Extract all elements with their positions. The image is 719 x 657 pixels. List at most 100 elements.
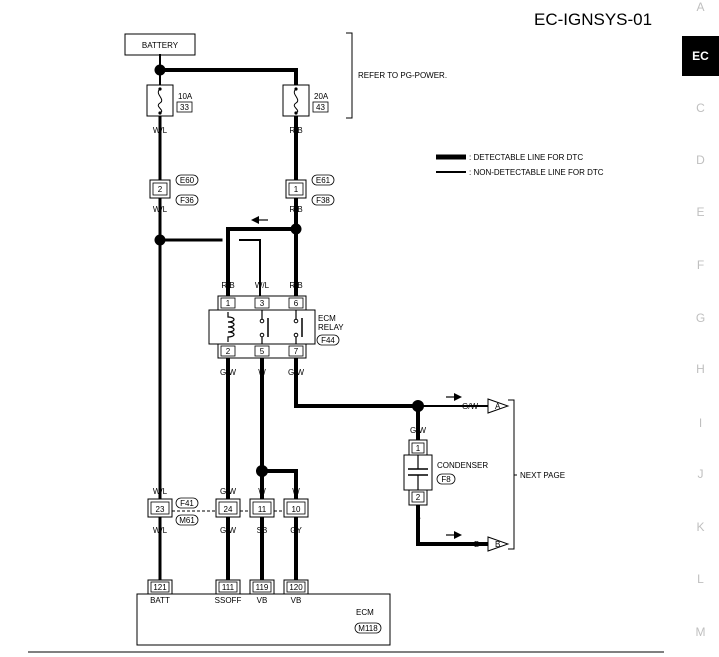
fuse-rating: 20A (314, 92, 329, 101)
pin-number: 2 (416, 493, 421, 502)
connector-id: E60 (180, 176, 195, 185)
wire-color-label: W (292, 487, 300, 496)
wire-color-label: R/B (221, 281, 234, 290)
tab-d[interactable]: D (696, 153, 705, 167)
connector-id: M118 (358, 624, 378, 633)
wire-color-label: W/L (153, 126, 168, 135)
ecm-label: ECM (356, 608, 374, 617)
pin-number: 120 (289, 583, 303, 592)
wire-color-label: R/B (289, 126, 302, 135)
junction-dot (154, 234, 166, 246)
fuse-number: 33 (180, 103, 189, 112)
pin-number: 23 (156, 505, 165, 514)
fuse-number: 43 (316, 103, 325, 112)
next-page-b: B (495, 540, 500, 549)
wire-color-label: R/B (289, 281, 302, 290)
ecm-box (136, 593, 391, 646)
pin-number: 7 (294, 347, 299, 356)
tab-h[interactable]: H (696, 362, 705, 376)
harness-connector (147, 498, 309, 518)
condenser-label: CONDENSER (437, 461, 488, 470)
ecm-terminal-name: BATT (150, 596, 170, 605)
section-tabs: A EC C D E F G H I J K L M (682, 0, 719, 657)
connector-id: F38 (316, 196, 330, 205)
relay-label: RELAY (318, 323, 344, 332)
wire-color-label: SB (257, 526, 268, 535)
tab-i[interactable]: I (698, 416, 703, 430)
connector-e61-f38 (285, 179, 307, 199)
tab-g[interactable]: G (695, 311, 706, 325)
pin-number: 121 (153, 583, 167, 592)
next-page-label: NEXT PAGE (520, 471, 565, 480)
next-page-a-flag (487, 398, 510, 414)
pin-number: 1 (416, 444, 421, 453)
tab-f[interactable]: F (696, 258, 705, 272)
arrow-right-icon (446, 393, 462, 401)
wiring-diagram: BATTERY REFER TO PG-POWER. : DETECTABLE … (28, 32, 664, 653)
tab-ec[interactable]: EC (682, 36, 719, 76)
wire-color-label: W/L (153, 526, 168, 535)
pin-number: 1 (294, 185, 299, 194)
tab-m[interactable]: M (695, 625, 706, 639)
wire-color-label: W (258, 487, 266, 496)
pin-number: 2 (158, 185, 163, 194)
wire-color-label: W (258, 368, 266, 377)
wire-color-label: W/L (153, 205, 168, 214)
wire-color-label: G/W (462, 402, 478, 411)
wire-color-label: B (415, 513, 420, 522)
next-page-b-flag (487, 536, 510, 552)
connector-id: F41 (180, 499, 194, 508)
pin-number: 24 (224, 505, 233, 514)
wire-color-label: B (474, 540, 479, 549)
tab-j[interactable]: J (697, 467, 704, 481)
pin-number: 11 (258, 505, 267, 514)
relay-label: ECM (318, 314, 336, 323)
tab-a[interactable]: A (696, 0, 705, 14)
ecm-relay (208, 295, 316, 359)
fuse-10a (146, 84, 174, 117)
condenser (403, 439, 433, 506)
junction-dot (256, 465, 268, 477)
wire-color-label: GY (290, 526, 302, 535)
tab-l[interactable]: L (697, 572, 704, 586)
connector-id: F36 (180, 196, 194, 205)
tab-e[interactable]: E (696, 205, 705, 219)
pin-number: 1 (226, 299, 231, 308)
connector-id: M61 (179, 516, 195, 525)
arrow-right-icon (446, 531, 462, 539)
wire-color-label: R/B (289, 205, 302, 214)
wire-color-label: W/L (255, 281, 270, 290)
refer-note: REFER TO PG-POWER. (358, 71, 447, 80)
junction-dot (290, 223, 302, 235)
tab-c[interactable]: C (696, 101, 705, 115)
wire-color-label: W/L (153, 487, 168, 496)
fuse-rating: 10A (178, 92, 193, 101)
junction-dot (154, 64, 166, 76)
wire-color-label: G/W (288, 368, 304, 377)
ecm-terminal-name: VB (257, 596, 268, 605)
wires (158, 54, 490, 582)
ecm-terminals (147, 579, 309, 595)
wire-color-label: G/W (220, 368, 236, 377)
battery-label: BATTERY (142, 41, 179, 50)
next-page-a: A (495, 402, 501, 411)
pin-number: 3 (260, 299, 265, 308)
pin-number: 5 (260, 347, 265, 356)
legend-thin-text: : NON-DETECTABLE LINE FOR DTC (469, 168, 604, 177)
connector-id: F44 (321, 336, 335, 345)
wire-color-label: G/W (220, 526, 236, 535)
junction-dot (412, 400, 424, 412)
legend-thick-text: : DETECTABLE LINE FOR DTC (469, 153, 583, 162)
ecm-terminal-name: VB (291, 596, 302, 605)
page-id: EC-IGNSYS-01 (534, 10, 653, 29)
tab-k[interactable]: K (696, 520, 705, 534)
wire-color-label: G/W (410, 426, 426, 435)
pin-number: 10 (292, 505, 301, 514)
refer-bracket (346, 32, 353, 119)
pin-number: 119 (256, 583, 269, 592)
pin-number: 111 (222, 583, 235, 592)
arrow-left-icon (251, 216, 268, 224)
fuse-20a (282, 84, 310, 117)
pin-number: 2 (226, 347, 231, 356)
connector-id: E61 (316, 176, 331, 185)
